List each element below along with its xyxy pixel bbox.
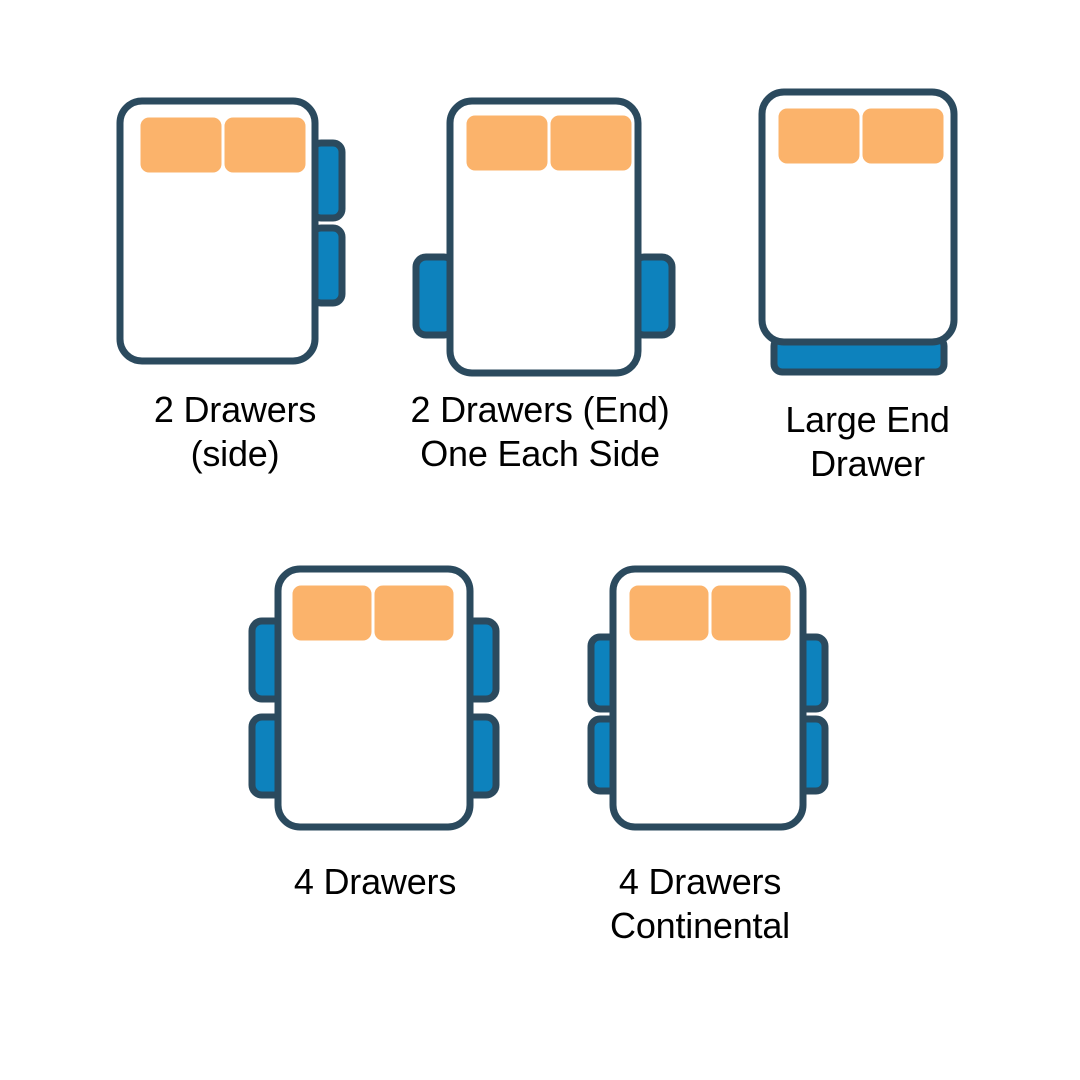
pillow-2 [374, 585, 454, 641]
caption-line: Large End [785, 399, 950, 440]
caption-line: Continental [610, 904, 790, 946]
bed-icon-four-drawers [248, 565, 500, 831]
caption-line: (side) [190, 432, 280, 474]
bed-figure-four-drawers-continental[interactable] [585, 555, 845, 835]
bed-caption-two-drawers-side: 2 Drawers(side) [70, 388, 400, 476]
pillow-2 [711, 585, 791, 641]
bed-figure-four-drawers[interactable] [240, 555, 510, 835]
bed-figure-two-drawers-end-one-each-side[interactable] [400, 85, 680, 377]
pillow-2 [224, 117, 306, 173]
pillow-1 [629, 585, 709, 641]
caption-line: Drawer [810, 442, 925, 484]
caption-line: 2 Drawers (End) [410, 389, 670, 430]
pillow-1 [292, 585, 372, 641]
bed-caption-two-drawers-end-one-each-side: 2 Drawers (End)One Each Side [370, 388, 710, 476]
pillow-2 [550, 115, 632, 171]
bed-caption-four-drawers: 4 Drawers [255, 860, 495, 904]
caption-line: 4 Drawers [293, 861, 457, 902]
pillow-1 [140, 117, 222, 173]
bed-icon-two-drawers-side [116, 97, 346, 365]
pillow-1 [466, 115, 548, 171]
bed-icon-two-drawers-end-one-each-side [412, 97, 676, 377]
bed-icon-large-end-drawer [758, 88, 958, 376]
caption-line: 4 Drawers [618, 861, 782, 902]
pillow-1 [778, 108, 860, 164]
pillow-2 [862, 108, 944, 164]
caption-line: One Each Side [420, 432, 660, 474]
bed-figure-two-drawers-side[interactable] [100, 85, 370, 375]
bed-icon-four-drawers-continental [587, 565, 829, 831]
bed-figure-large-end-drawer[interactable] [750, 80, 980, 385]
caption-line: 2 Drawers [153, 389, 317, 430]
